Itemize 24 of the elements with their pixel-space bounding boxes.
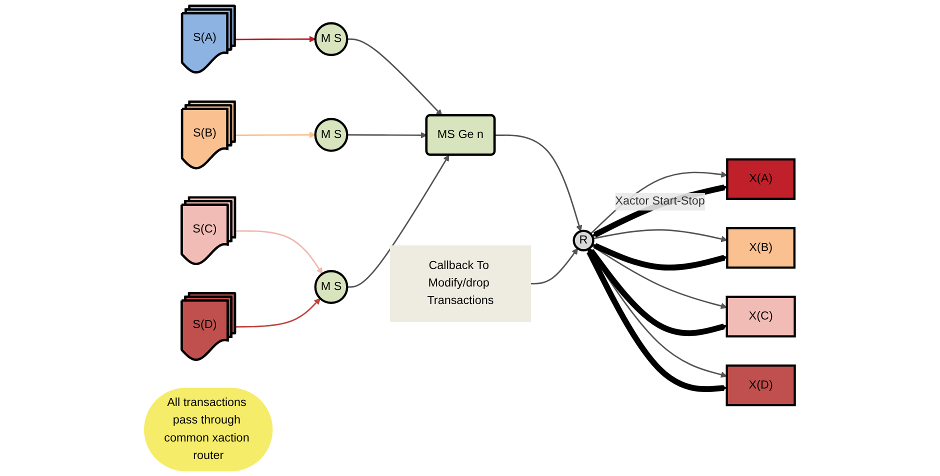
arrow	[235, 230, 323, 274]
arrow	[592, 184, 728, 238]
arrow	[347, 38, 442, 116]
node-circle: M S	[314, 118, 348, 152]
arrow	[347, 132, 428, 138]
arrow	[347, 154, 450, 288]
arrow	[591, 245, 728, 310]
node-box: X(B)	[726, 227, 796, 269]
node-circle: M S	[314, 270, 348, 304]
node-box: X(A)	[726, 158, 796, 200]
arrow	[494, 134, 582, 232]
arrow	[530, 248, 578, 284]
node-box: X(C)	[726, 296, 796, 338]
arrow	[588, 248, 728, 336]
node-circle: M S	[314, 22, 348, 56]
arrow	[592, 229, 728, 242]
edge-label: Xactor Start-Stop	[615, 195, 705, 208]
node-circle: R	[572, 230, 594, 252]
arrow	[592, 243, 728, 270]
arrow	[235, 298, 321, 328]
node-box: X(D)	[726, 364, 796, 406]
node-box: Callback To Modify/drop Transactions	[390, 245, 532, 322]
arrow	[235, 132, 316, 138]
arrow	[235, 36, 316, 42]
